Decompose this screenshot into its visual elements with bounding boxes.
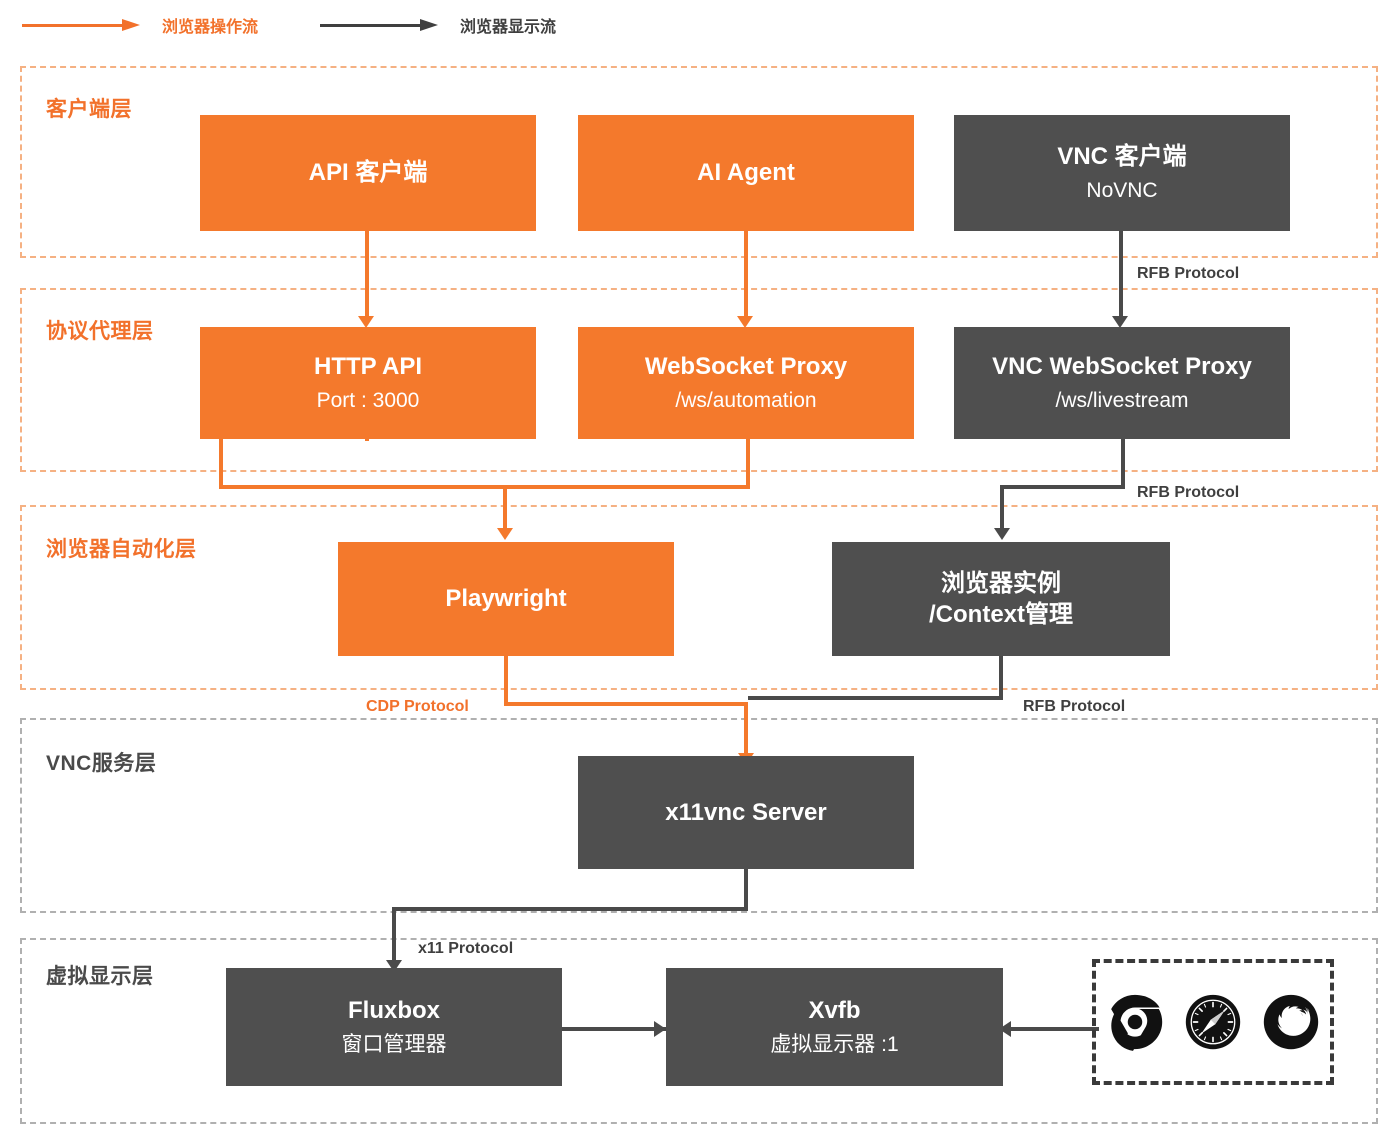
connector-bus-to-playwright: [503, 485, 507, 530]
node-xvfb[interactable]: Xvfb 虚拟显示器 :1: [666, 968, 1003, 1086]
connector-ai-agent-to-ws-proxy: [744, 230, 748, 318]
arrow-down-icon: [737, 316, 753, 328]
firefox-icon: [1263, 994, 1319, 1050]
connector-context-down: [999, 656, 1003, 700]
node-fluxbox-title: Fluxbox: [347, 996, 440, 1024]
node-http-api-title: HTTP API: [313, 352, 422, 380]
node-browser-context-title-line2: /Context管理: [929, 601, 1073, 628]
legend-item-display-flow: 浏览器显示流: [320, 12, 556, 38]
node-browser-context[interactable]: 浏览器实例 /Context管理: [832, 542, 1170, 656]
legend-label-display-flow: 浏览器显示流: [460, 19, 557, 36]
node-ai-agent-title: AI Agent: [697, 159, 795, 186]
node-vnc-client[interactable]: VNC 客户端 NoVNC: [954, 115, 1290, 231]
connector-playwright-elbow: [504, 702, 748, 706]
connector-browsers-to-xvfb: [1003, 1027, 1099, 1031]
node-vnc-client-subtitle: NoVNC: [1086, 178, 1158, 202]
connector-context-elbow: [748, 696, 1003, 700]
connector-playwright-to-x11vnc: [744, 702, 748, 756]
layer-title-proxy: 协议代理层: [46, 320, 154, 343]
arrow-down-icon: [994, 528, 1010, 540]
connector-ws-proxy-down: [746, 439, 750, 489]
arrow-down-icon: [1112, 316, 1128, 328]
arrow-down-icon: [358, 316, 374, 328]
node-http-api[interactable]: HTTP API Port : 3000: [200, 327, 536, 439]
layer-title-display: 虚拟显示层: [46, 965, 154, 988]
node-vnc-websocket-proxy-title: VNC WebSocket Proxy: [992, 352, 1252, 380]
node-websocket-proxy[interactable]: WebSocket Proxy /ws/automation: [578, 327, 914, 439]
connector-vnc-client-to-vnc-ws-proxy: [1119, 230, 1123, 318]
connector-x11vnc-to-fluxbox: [392, 907, 396, 963]
node-playwright[interactable]: Playwright: [338, 542, 674, 656]
connector-http-api-down: [219, 439, 223, 488]
arrow-right-icon: [320, 18, 438, 31]
legend-item-operation-flow: 浏览器操作流: [22, 12, 258, 38]
node-browser-context-title-line1: 浏览器实例: [941, 569, 1061, 597]
layer-title-client: 客户端层: [46, 98, 132, 121]
legend-label-operation-flow: 浏览器操作流: [162, 19, 259, 36]
edge-label-rfb-bottom: RFB Protocol: [1023, 698, 1126, 715]
layer-band-vnc: [20, 718, 1378, 913]
layer-band-client: [20, 66, 1378, 258]
safari-icon: [1185, 994, 1241, 1050]
node-vnc-websocket-proxy-subtitle: /ws/livestream: [1055, 388, 1189, 412]
edge-label-x11: x11 Protocol: [418, 940, 514, 957]
arrow-down-icon: [497, 528, 513, 540]
connector-http-api-stub: [365, 439, 369, 441]
connector-fluxbox-to-xvfb: [562, 1027, 666, 1031]
chrome-icon: [1111, 994, 1163, 1051]
node-x11vnc-server-title: x11vnc Server: [665, 798, 827, 826]
node-websocket-proxy-subtitle: /ws/automation: [675, 388, 817, 412]
node-fluxbox[interactable]: Fluxbox 窗口管理器: [226, 968, 562, 1086]
node-vnc-websocket-proxy[interactable]: VNC WebSocket Proxy /ws/livestream: [954, 327, 1290, 439]
node-x11vnc-server[interactable]: x11vnc Server: [578, 756, 914, 869]
connector-x11vnc-down: [744, 869, 748, 911]
node-xvfb-title: Xvfb: [808, 996, 861, 1024]
node-xvfb-subtitle: 虚拟显示器 :1: [770, 1032, 899, 1056]
edge-label-cdp: CDP Protocol: [366, 698, 469, 715]
edge-label-rfb-mid: RFB Protocol: [1137, 484, 1240, 501]
layer-title-vnc: VNC服务层: [46, 752, 157, 775]
node-playwright-title: Playwright: [445, 585, 567, 612]
edge-label-rfb-top: RFB Protocol: [1137, 265, 1240, 282]
node-websocket-proxy-title: WebSocket Proxy: [644, 352, 848, 380]
layer-band-display: [20, 938, 1378, 1124]
legend: 浏览器操作流 浏览器显示流: [0, 0, 1400, 52]
node-fluxbox-subtitle: 窗口管理器: [341, 1032, 447, 1056]
connector-vnc-ws-down-1: [1121, 439, 1125, 485]
connector-merge-bus: [219, 485, 750, 489]
connector-api-client-to-http-api: [365, 230, 369, 318]
layer-band-proxy: [20, 288, 1378, 472]
node-vnc-client-title: VNC 客户端: [1057, 142, 1187, 170]
node-ai-agent[interactable]: AI Agent: [578, 115, 914, 231]
node-api-client[interactable]: API 客户端: [200, 115, 536, 231]
arrow-right-icon: [654, 1021, 666, 1037]
node-api-client-title: API 客户端: [308, 159, 428, 186]
browser-engines-group: [1092, 959, 1334, 1085]
connector-vnc-ws-down-2: [1000, 485, 1004, 530]
connector-playwright-down: [504, 656, 508, 706]
arrow-right-icon: [22, 18, 140, 31]
layer-band-automation: [20, 505, 1378, 690]
connector-vnc-ws-elbow: [1000, 485, 1125, 489]
connector-x11vnc-elbow: [392, 907, 748, 911]
node-http-api-subtitle: Port : 3000: [316, 388, 420, 412]
layer-title-automation: 浏览器自动化层: [46, 538, 197, 561]
